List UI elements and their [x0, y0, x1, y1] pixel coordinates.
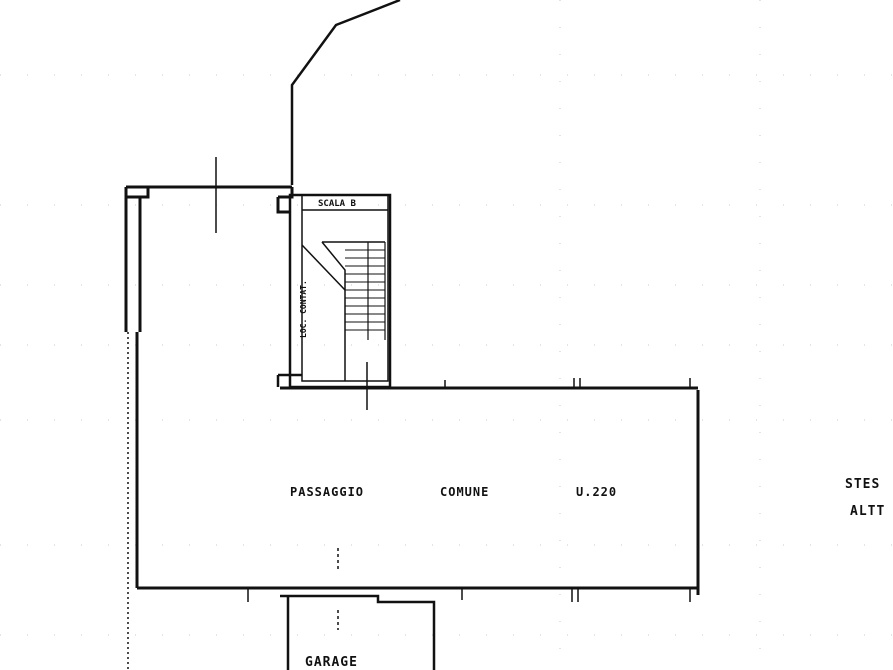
side-label-2: ALTT [850, 504, 886, 519]
side-label-1: STES [845, 477, 881, 492]
stair-label: SCALA B [318, 199, 356, 209]
passage-label: PASSAGGIO [290, 485, 365, 499]
section-marks [215, 157, 691, 630]
stair-treads [345, 249, 385, 331]
unit-label: U.220 [576, 485, 618, 499]
garage-walls [280, 594, 436, 670]
upper-boundary-wall [290, 0, 401, 185]
loc-label: LOC. CONTAT. [299, 280, 308, 338]
stair-shaft [276, 193, 392, 389]
outer-walls [124, 185, 700, 670]
comune-label: COMUNE [440, 485, 490, 499]
garage-label: GARAGE [305, 655, 358, 670]
